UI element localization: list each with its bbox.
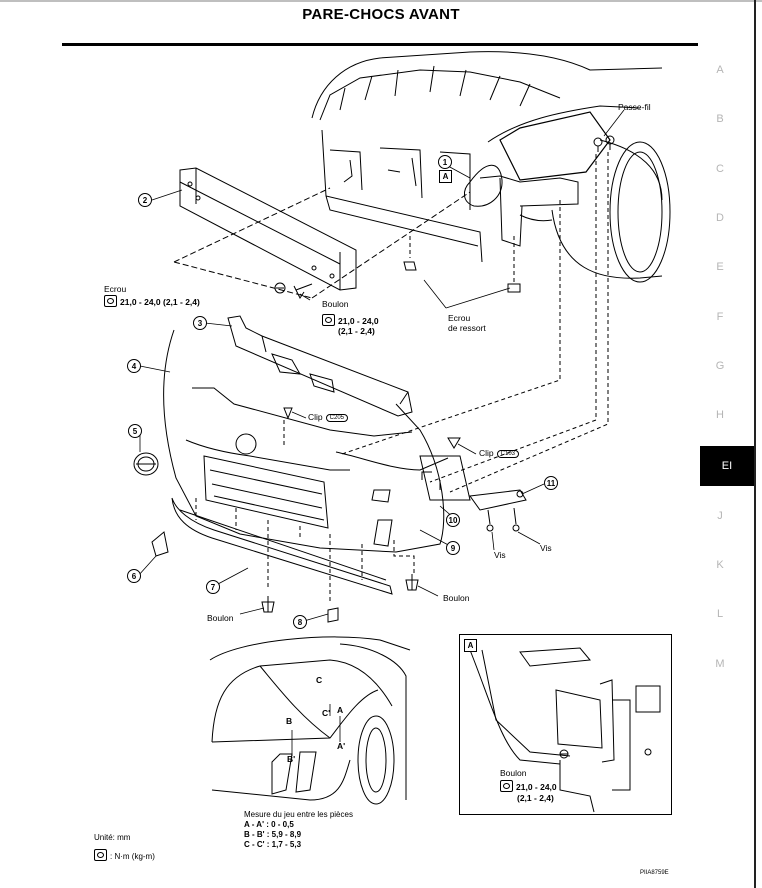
torque-wrench-icon: [500, 780, 513, 792]
label-ecrou: Ecrou: [104, 284, 127, 294]
bumper-fascia-drawing: [163, 329, 449, 553]
gap-row-b: B - B' : 5,9 - 8,9: [244, 830, 302, 839]
legend-torque: : N·m (kg-m): [94, 849, 155, 861]
label-boulon-torque: 21,0 - 24,0: [322, 314, 379, 326]
torque-wrench-icon: [104, 295, 117, 307]
label-boulon-torque-kgm: (2,1 - 2,4): [338, 326, 375, 336]
label-passe-fil: Passe-fil: [618, 102, 651, 112]
callout-3: 3: [193, 316, 207, 330]
bracket-drawing: [151, 531, 169, 557]
section-b[interactable]: B: [716, 113, 724, 125]
engine-bay-drawing: [311, 51, 671, 283]
callout-9: 9: [446, 541, 460, 555]
label-ecrou-ressort-2: de ressort: [448, 323, 486, 333]
gap-row-a: A - A' : 0 - 0,5: [244, 820, 294, 829]
label-boulon-bottom-left: Boulon: [207, 613, 234, 623]
inset-ref-a: A: [464, 639, 477, 652]
section-m[interactable]: M: [715, 658, 725, 670]
callout-2: 2: [138, 193, 152, 207]
gap-marker-a-prime: A': [337, 741, 346, 751]
fasteners-drawing: [261, 135, 615, 613]
gap-marker-b: B: [286, 716, 293, 726]
label-vis-2: Vis: [540, 543, 552, 553]
section-k[interactable]: K: [716, 559, 724, 571]
page-title: PARE-CHOCS AVANT: [302, 6, 460, 23]
legend-unit: Unité: mm: [94, 833, 131, 842]
inset-torque: 21,0 - 24,0: [500, 780, 557, 792]
torque-wrench-icon: [94, 849, 107, 861]
section-e[interactable]: E: [716, 261, 724, 273]
front-member-drawing: [173, 167, 471, 299]
callout-7: 7: [206, 580, 220, 594]
torque-wrench-icon: [322, 314, 335, 326]
label-ecrou-torque: 21,0 - 24,0 (2,1 - 2,4): [104, 295, 200, 307]
top-rule: [0, 0, 762, 2]
view-ref-a: A: [439, 170, 452, 183]
label-vis-1: Vis: [494, 550, 506, 560]
absorber-drawing: [227, 315, 413, 417]
callout-4: 4: [127, 359, 141, 373]
callout-10: 10: [446, 513, 460, 527]
right-border: [754, 0, 756, 888]
label-ecrou-ressort-1: Ecrou: [448, 313, 471, 323]
section-j[interactable]: J: [717, 510, 723, 522]
gap-heading: Mesure du jeu entre les pièces: [244, 810, 353, 819]
section-h[interactable]: H: [716, 409, 724, 421]
part-8-drawing: [327, 607, 339, 623]
title-rule: [62, 43, 698, 46]
gap-marker-b-prime: B': [287, 754, 296, 764]
label-boulon-bottom-right: Boulon: [443, 593, 470, 603]
detail-a-drawing: [469, 647, 661, 813]
label-boulon: Boulon: [322, 299, 349, 309]
callout-1: 1: [438, 155, 452, 169]
section-c[interactable]: C: [716, 163, 724, 175]
section-l[interactable]: L: [716, 608, 724, 620]
gap-view-drawing: [209, 636, 411, 805]
gap-row-c: C - C' : 1,7 - 5,3: [244, 840, 302, 849]
section-g[interactable]: G: [715, 360, 725, 372]
inset-torque-kgm: (2,1 - 2,4): [517, 793, 554, 803]
callout-5: 5: [128, 424, 142, 438]
assembly-guide-lines: [195, 152, 609, 604]
side-brackets-drawing: [419, 455, 527, 532]
figure-code: PIIA8759E: [640, 870, 669, 876]
detail-a-inset: A Boulon 21,0 - 24,0 (2,1 - 2,4): [459, 634, 672, 815]
section-f[interactable]: F: [716, 311, 724, 323]
gap-marker-c: C: [316, 675, 323, 685]
section-a[interactable]: A: [716, 64, 724, 76]
gap-marker-a: A: [337, 705, 344, 715]
callout-11: 11: [544, 476, 558, 490]
lower-reinforcement-drawing: [171, 497, 393, 595]
gap-marker-c-prime: C': [322, 708, 331, 718]
emblem-drawing: [133, 452, 159, 476]
section-d[interactable]: D: [716, 212, 724, 224]
callout-6: 6: [127, 569, 141, 583]
section-ei-active[interactable]: EI: [700, 446, 754, 486]
callout-8: 8: [293, 615, 307, 629]
inset-label-boulon: Boulon: [500, 768, 527, 778]
